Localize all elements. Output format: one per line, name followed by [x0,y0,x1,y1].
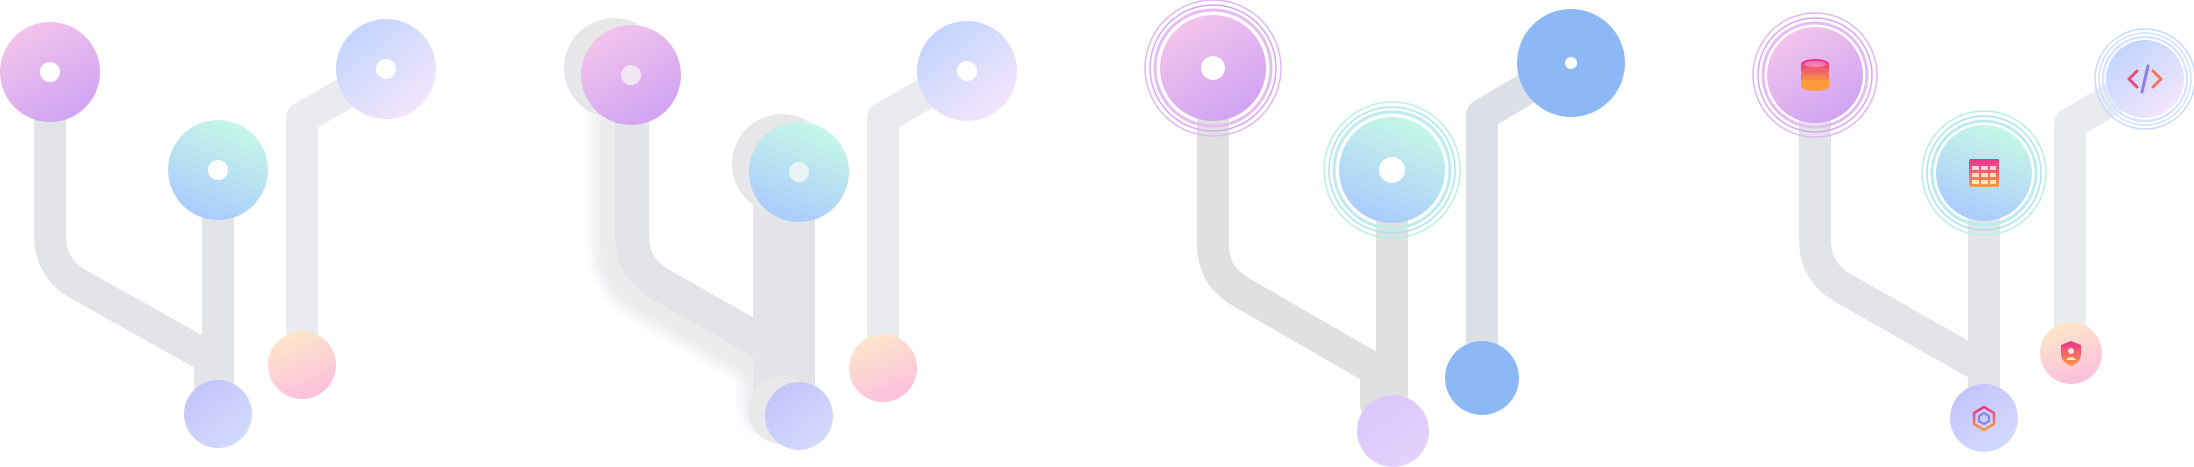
diagram-variant-2 [564,18,1017,450]
node-middle-dot [208,160,228,180]
node-top-right-ring [2094,28,2194,130]
node-top-left-ring [1752,12,1878,138]
node-top-left-ring [1144,0,1282,137]
node-middle-dot [1379,157,1405,183]
node-bottom-lavender [765,382,833,450]
shield-user-icon [2061,341,2081,366]
diagram-variant-4 [1752,12,2194,452]
node-top-left-dot [621,65,641,85]
diagram-variant-1 [0,19,436,448]
database-icon [1801,59,1829,91]
node-top-right-ring [2098,32,2192,126]
node-bottom-peach [849,334,917,402]
node-bottom-lavender [184,380,252,448]
diagram-variant-3 [1144,0,1625,467]
node-middle-ring [1921,110,2047,236]
track-left-branch [34,79,226,406]
node-top-right-dot [376,59,396,79]
node-top-left-dot [40,62,60,82]
table-icon [1969,159,1999,187]
node-bottom-peach [268,331,336,399]
node-top-right-dot [957,61,977,81]
node-top-left-ring [1153,8,1273,128]
track-shadow [593,78,787,432]
track-left-branch [1197,79,1392,421]
code-icon [2127,64,2163,94]
node-middle-ring [1926,115,2042,231]
node-middle-ring [1930,119,2038,227]
cube-icon [1972,405,1996,432]
node-middle-ring [1323,101,1461,239]
node-bottom-blue [1445,341,1519,415]
node-top-left-dot [1201,56,1225,80]
node-middle-ring [1328,106,1456,234]
node-top-right-ring [2101,35,2189,123]
track-left-branch [1799,79,2000,421]
node-top-left-ring [1761,21,1869,129]
node-top-left-ring [1757,17,1873,133]
node-top-left-ring [1149,4,1277,132]
node-bottom-lavender [1357,395,1429,467]
node-middle-dot [789,162,809,182]
node-middle-ring [1332,110,1452,230]
node-bottom-lavender [1950,384,2018,452]
track-left-branch [615,78,807,407]
node-top-right-dot [1565,57,1577,69]
